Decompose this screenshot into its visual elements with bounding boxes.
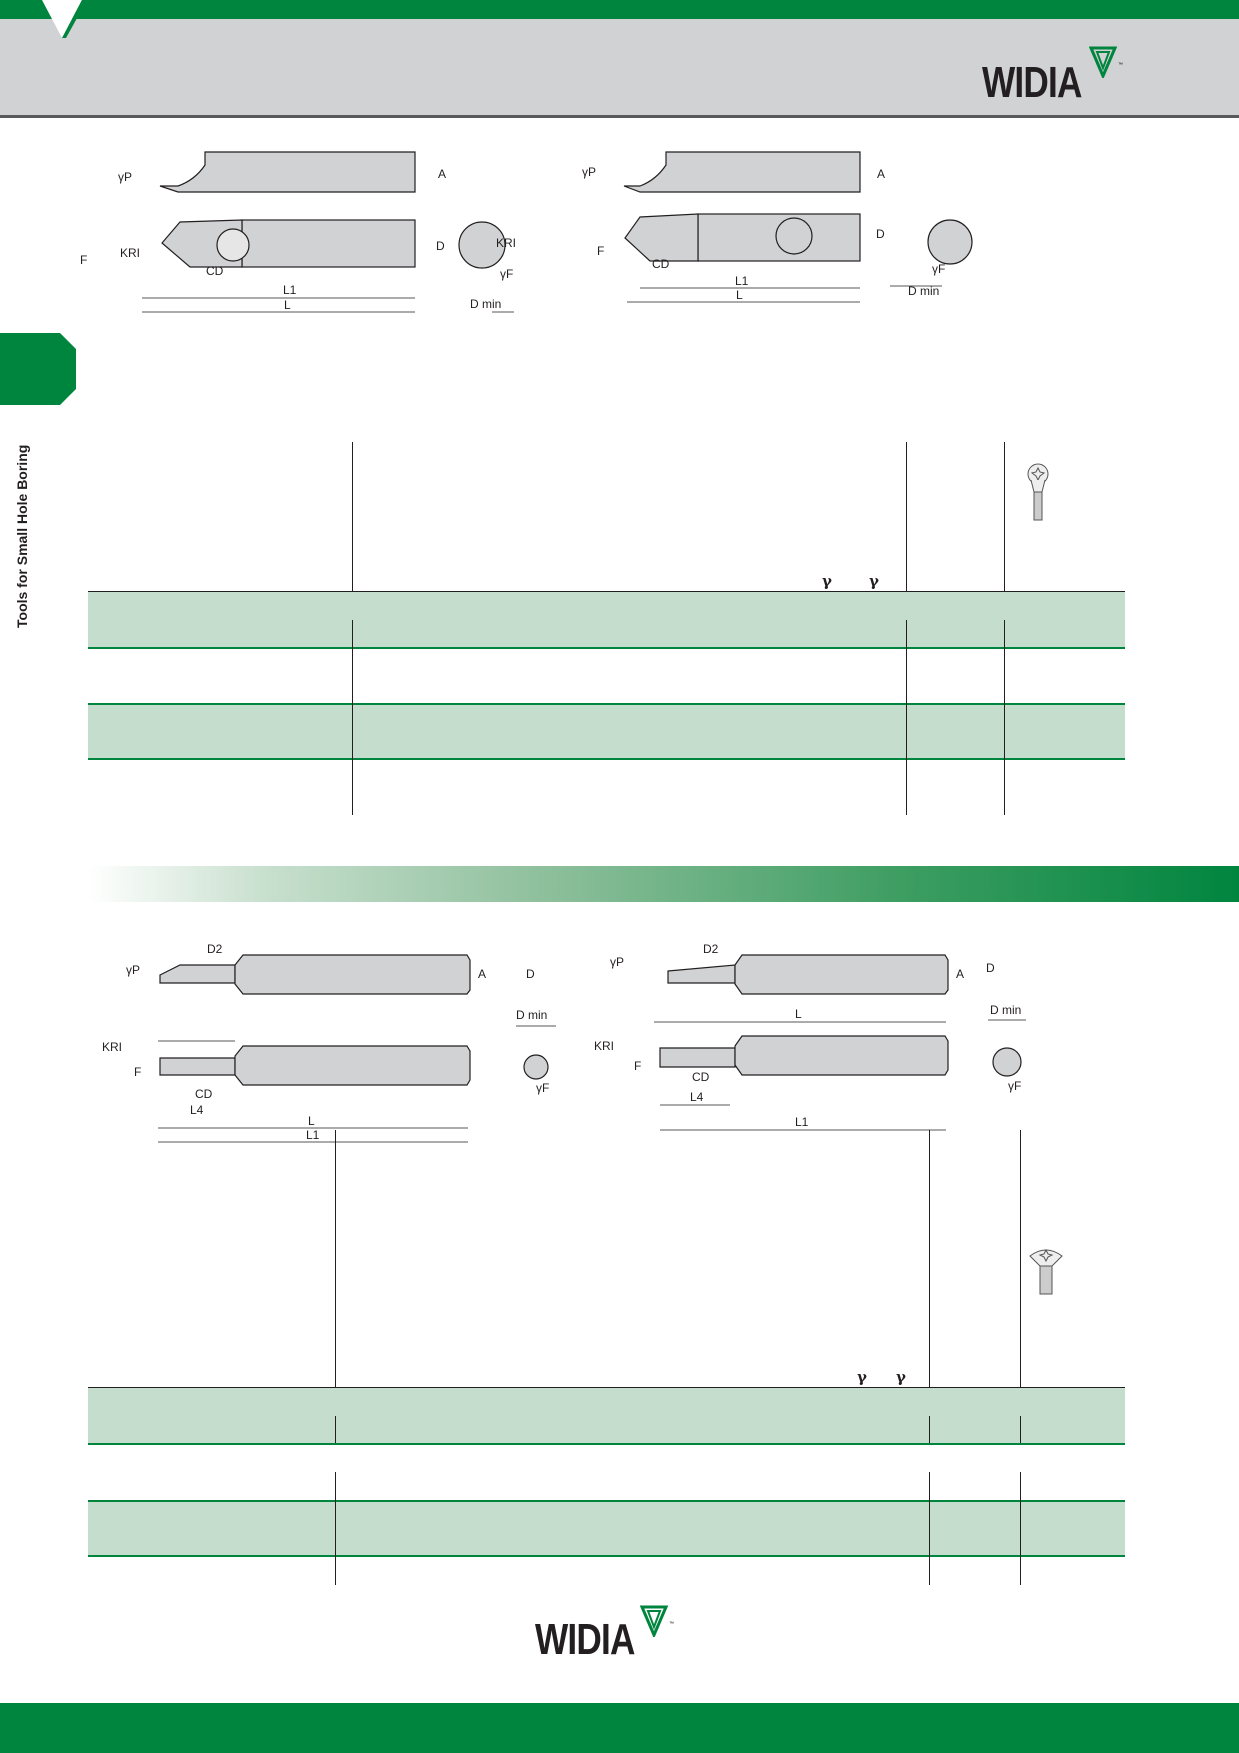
tool-diagram-bottom: γP D2 A D KRI F CD L4 L L1 D min γF γP D…: [102, 942, 1026, 1143]
table-divider: [1020, 1130, 1021, 1388]
product-table-1: γ γ: [88, 442, 1125, 815]
table-divider: [88, 1555, 1125, 1557]
table-divider: [88, 647, 1125, 649]
label-l1-4: L1: [795, 1115, 809, 1129]
label-kri-3: KRI: [102, 1040, 122, 1054]
side-tab-label: Tools for Small Hole Boring: [14, 444, 30, 628]
label-d-min-3: D min: [516, 1008, 547, 1022]
logo-text: WIDIA: [982, 58, 1082, 107]
label-l: L: [284, 298, 291, 312]
label-cd-4: CD: [692, 1070, 710, 1084]
table-divider: [929, 1130, 930, 1388]
header-gamma-4: γ: [896, 1368, 906, 1386]
label-l4: L4: [190, 1103, 204, 1117]
label-f-3: F: [134, 1065, 141, 1079]
table-divider: [929, 1416, 930, 1443]
header-notch-icon: [42, 0, 87, 38]
table-divider: [335, 1416, 336, 1443]
label-gamma-p: γP: [118, 170, 132, 184]
label-gamma-p-4: γP: [610, 955, 624, 969]
table-divider: [352, 620, 353, 703]
label-cd: CD: [206, 264, 224, 278]
torx-screw-icon: [1027, 463, 1049, 521]
footer-logo-text: WIDIA: [535, 1615, 635, 1664]
header-gamma-3: γ: [857, 1368, 867, 1386]
label-gamma-f-2: γF: [932, 262, 945, 276]
table-divider: [335, 1472, 336, 1585]
label-d-min: D min: [470, 297, 501, 311]
label-f-2: F: [597, 244, 604, 258]
label-kri-2: KRI: [496, 236, 516, 250]
label-l1-3: L1: [306, 1128, 320, 1142]
label-d-min-2: D min: [908, 284, 939, 298]
table-divider: [929, 1472, 930, 1585]
section-side-tab: [0, 333, 76, 405]
label-gamma-f-4: γF: [1008, 1079, 1021, 1093]
table-divider: [1004, 620, 1005, 703]
section-divider-bar: [88, 866, 1239, 902]
table-divider: [906, 703, 907, 815]
label-cd-2: CD: [652, 257, 670, 271]
table-row: [88, 592, 1125, 648]
label-f-4: F: [634, 1059, 641, 1073]
label-cd-3: CD: [195, 1087, 213, 1101]
header-logo: WIDIA ™: [982, 46, 1123, 108]
table-divider: [1020, 1416, 1021, 1443]
label-d2: D2: [207, 942, 223, 956]
table-divider: [88, 1443, 1125, 1445]
table-divider: [1004, 442, 1005, 592]
label-d-min-4: D min: [990, 1003, 1021, 1017]
table-divider: [88, 1387, 1125, 1388]
table-divider: [906, 442, 907, 592]
label-a-4: A: [956, 967, 964, 981]
label-l-3: L: [308, 1114, 315, 1128]
page-header: [0, 19, 1239, 118]
label-gamma-p-2: γP: [582, 165, 596, 179]
table-divider: [1004, 703, 1005, 815]
table-row: [88, 1500, 1125, 1555]
table-divider: [352, 703, 353, 815]
label-l-2: L: [736, 288, 743, 302]
product-table-2: γ γ: [88, 1130, 1125, 1585]
label-d: D: [436, 239, 445, 253]
table-divider: [88, 1500, 1125, 1502]
tool-diagram-top: γP A D F KRI CD L1 L γF D min γP A D KRI…: [80, 151, 973, 313]
footer-trademark: ™: [669, 1621, 674, 1627]
bottom-green-bar: [0, 1703, 1239, 1753]
table-divider: [88, 703, 1125, 705]
label-a: A: [438, 167, 446, 181]
label-d-2: D: [876, 227, 885, 241]
table-row: [88, 703, 1125, 758]
label-gamma-f: γF: [500, 267, 513, 281]
footer-logo: WIDIA ™: [535, 1605, 674, 1665]
label-l1-2: L1: [735, 274, 749, 288]
table-divider: [88, 758, 1125, 760]
table-divider: [352, 442, 353, 592]
label-d-3: D: [526, 967, 535, 981]
label-gamma-f-3: γF: [536, 1081, 549, 1095]
label-kri-4: KRI: [594, 1039, 614, 1053]
label-l4-2: L4: [690, 1090, 704, 1104]
top-green-bar: [0, 0, 1239, 19]
table-divider: [335, 1130, 336, 1388]
label-f: F: [80, 253, 87, 267]
label-d2-2: D2: [703, 942, 719, 956]
label-l-4: L: [795, 1007, 802, 1021]
header-gamma-2: γ: [869, 572, 879, 590]
table-divider: [1020, 1472, 1021, 1585]
torx-screw-icon: [1029, 1248, 1063, 1295]
label-a-3: A: [478, 967, 486, 981]
label-d-4: D: [986, 961, 995, 975]
widia-triangle-icon: [1089, 46, 1118, 78]
trademark: ™: [1118, 62, 1123, 68]
table-divider: [906, 620, 907, 703]
table-row: [88, 1388, 1125, 1443]
label-a-2: A: [877, 167, 885, 181]
header-gamma-1: γ: [822, 572, 832, 590]
label-gamma-p-3: γP: [126, 963, 140, 977]
label-kri: KRI: [120, 246, 140, 260]
label-l1: L1: [283, 283, 297, 297]
widia-triangle-icon: [640, 1605, 669, 1637]
table-divider: [88, 591, 1125, 592]
